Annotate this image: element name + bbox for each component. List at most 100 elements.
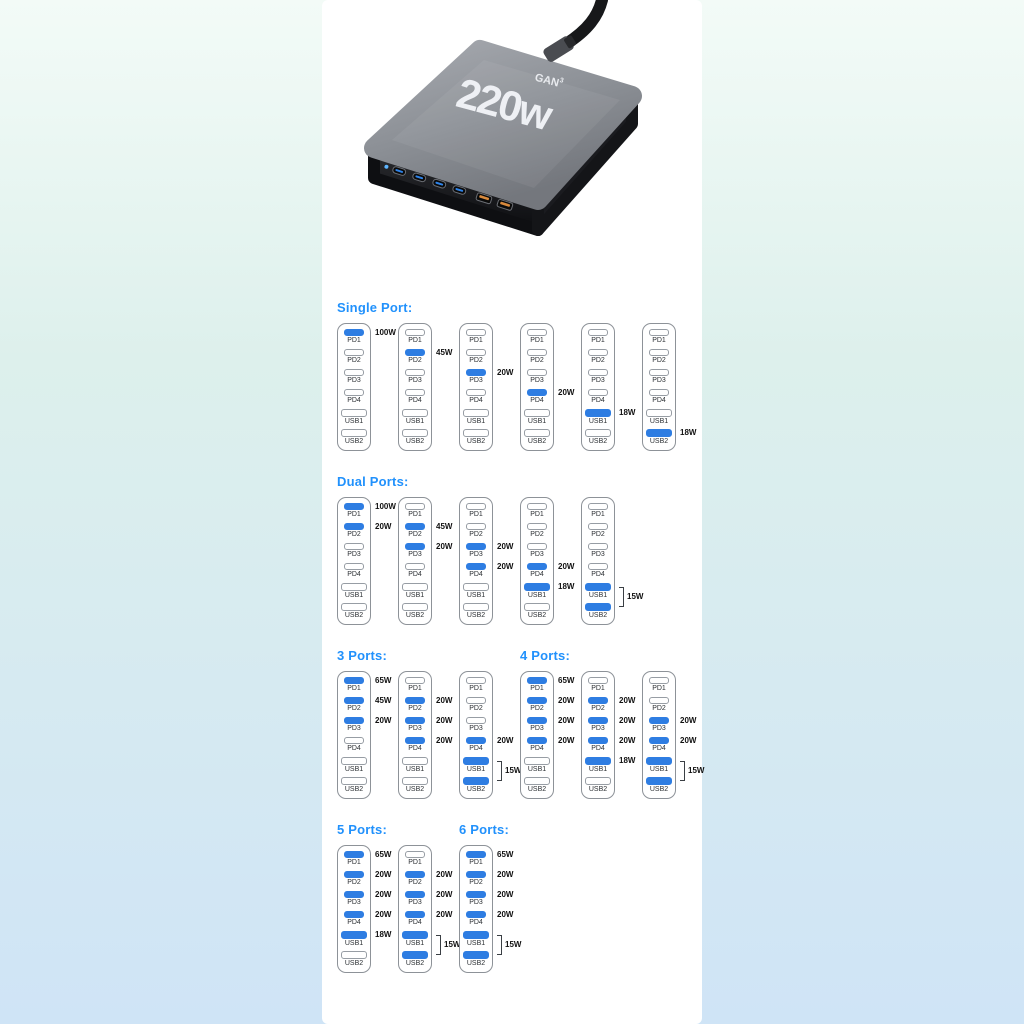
watt-label: 20W — [497, 367, 514, 377]
port-name-label: PD1 — [408, 511, 422, 518]
port-name-label: USB1 — [466, 592, 486, 599]
port-row: PD1 — [643, 677, 675, 697]
port-name-label: PD4 — [530, 397, 544, 404]
pd1-port-slot — [649, 677, 669, 684]
port-name-label: PD1 — [591, 337, 605, 344]
port-row: PD3 — [582, 543, 614, 563]
pd4-port-slot — [466, 911, 486, 918]
port-row: PD4 — [582, 737, 614, 757]
watt-label: 20W — [680, 735, 697, 745]
port-name-label: USB2 — [649, 786, 669, 793]
port-name-label: PD3 — [347, 377, 361, 384]
port-row: USB1 — [460, 409, 492, 429]
port-name-label: USB1 — [405, 418, 425, 425]
pd3-port-slot — [527, 717, 547, 724]
usb1-port-slot — [646, 757, 672, 765]
port-row: PD2 — [460, 349, 492, 369]
watt-label: 45W — [436, 521, 453, 531]
port-row: USB1 — [460, 931, 492, 951]
port-name-label: USB1 — [405, 940, 425, 947]
port-row: PD4 — [399, 737, 431, 757]
port-name-label: PD4 — [347, 397, 361, 404]
port-name-label: USB2 — [588, 438, 608, 445]
port-row: USB2 — [399, 777, 431, 797]
port-name-label: USB1 — [527, 592, 547, 599]
port-row: USB1 — [521, 409, 553, 429]
pd2-port-slot — [527, 523, 547, 530]
pd4-port-slot — [588, 389, 608, 396]
port-row: PD1 — [460, 677, 492, 697]
pd1-port-slot — [527, 677, 547, 684]
port-name-label: PD4 — [469, 745, 483, 752]
port-row: PD1 — [521, 503, 553, 523]
port-row: PD4 — [643, 737, 675, 757]
usb1-port-slot — [463, 931, 489, 939]
port-name-label: USB1 — [344, 592, 364, 599]
port-row: USB1 — [582, 409, 614, 429]
watt-label: 20W — [558, 735, 575, 745]
port-name-label: PD3 — [652, 377, 666, 384]
watt-label: 20W — [619, 715, 636, 725]
pd3-port-slot — [405, 369, 425, 376]
port-name-label: PD1 — [591, 511, 605, 518]
port-row: PD3 — [399, 543, 431, 563]
watt-label: 20W — [436, 909, 453, 919]
pd3-port-slot — [466, 543, 486, 550]
pd2-port-slot — [344, 523, 364, 530]
usb2-port-slot — [463, 951, 489, 959]
watt-label: 45W — [436, 347, 453, 357]
port-row: PD2 — [643, 349, 675, 369]
port-row: PD2 — [460, 523, 492, 543]
pd1-port-slot — [466, 329, 486, 336]
port-row: USB2 — [460, 603, 492, 623]
usb1-port-slot — [341, 583, 367, 591]
port-row: PD2 — [338, 871, 370, 891]
pd4-port-slot — [649, 389, 669, 396]
port-row: PD2 — [399, 871, 431, 891]
port-row: PD2 — [399, 697, 431, 717]
port-row: PD2 — [460, 697, 492, 717]
port-name-label: USB2 — [588, 786, 608, 793]
port-row: USB1 — [338, 931, 370, 951]
port-row: PD3 — [338, 369, 370, 389]
pd1-port-slot — [588, 503, 608, 510]
watt-label: 20W — [375, 521, 392, 531]
usb1-port-slot — [402, 931, 428, 939]
pd1-port-slot — [405, 329, 425, 336]
port-row: PD1 — [399, 329, 431, 349]
product-photo: 220w GAN3 — [352, 0, 662, 250]
pd2-port-slot — [588, 349, 608, 356]
port-row: USB1 — [582, 757, 614, 777]
usb-c-port — [412, 172, 427, 183]
port-name-label: PD3 — [530, 551, 544, 558]
pd4-port-slot — [527, 563, 547, 570]
power-led — [384, 164, 389, 169]
port-name-label: PD4 — [347, 745, 361, 752]
pd2-port-slot — [527, 349, 547, 356]
port-name-label: USB1 — [649, 766, 669, 773]
port-name-label: PD4 — [408, 571, 422, 578]
port-name-label: PD2 — [469, 531, 483, 538]
port-name-label: PD1 — [408, 859, 422, 866]
pd3-port-slot — [588, 543, 608, 550]
port-name-label: USB2 — [344, 960, 364, 967]
port-name-label: USB1 — [344, 766, 364, 773]
usb1-port-slot — [341, 757, 367, 765]
pd2-port-slot — [588, 697, 608, 704]
watt-label: 20W — [436, 735, 453, 745]
